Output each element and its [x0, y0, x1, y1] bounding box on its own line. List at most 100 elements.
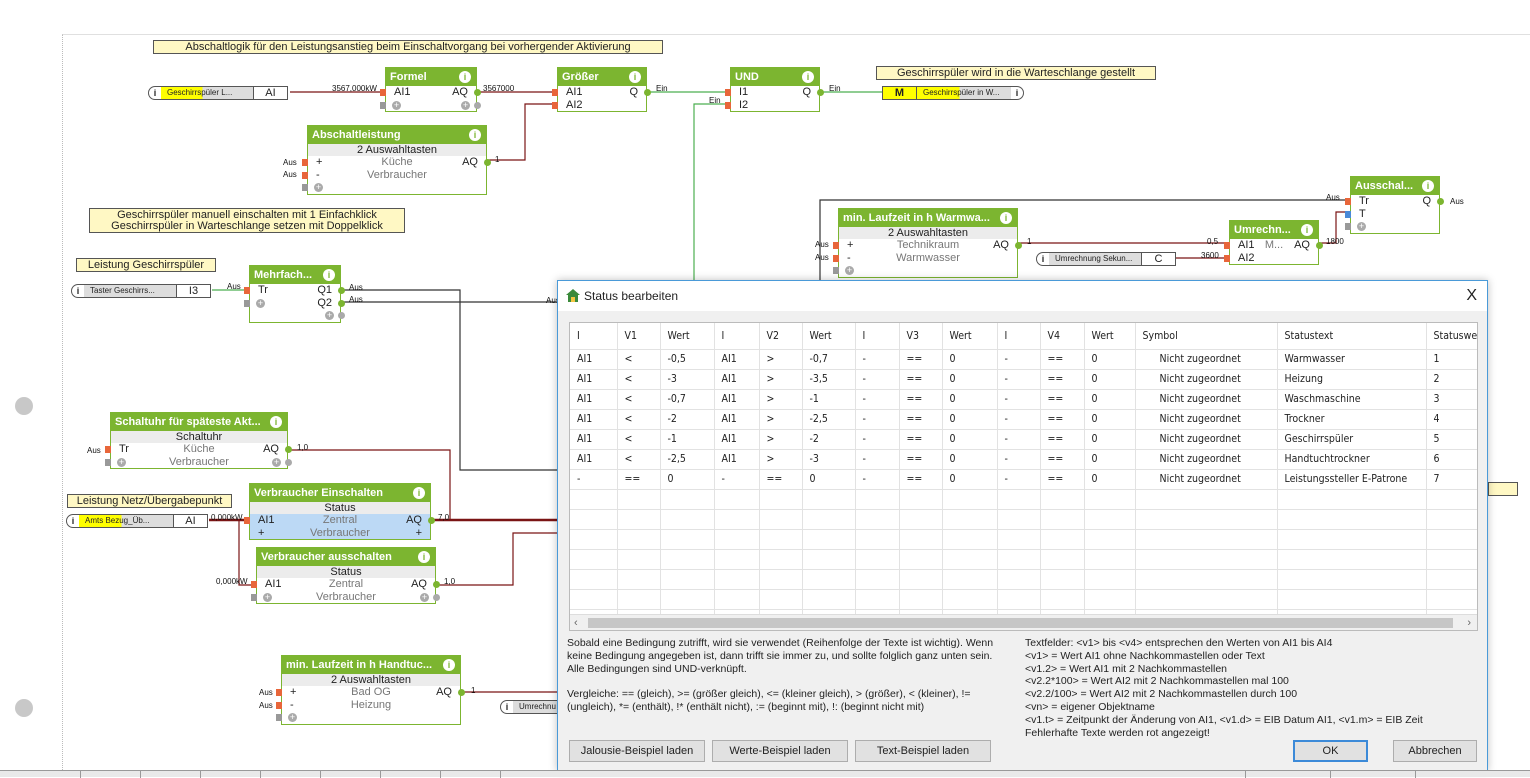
table-cell[interactable]: Heizung: [1277, 369, 1427, 390]
table-cell[interactable]: Trockner: [1277, 409, 1427, 430]
table-cell[interactable]: [1426, 529, 1477, 550]
add-output-icon[interactable]: +: [272, 456, 281, 467]
table-cell[interactable]: 0: [942, 409, 998, 430]
empty-table-row[interactable]: [570, 509, 1477, 530]
table-cell[interactable]: [617, 549, 661, 570]
empty-table-row[interactable]: [570, 569, 1477, 590]
add-input-icon[interactable]: +: [845, 265, 854, 275]
output-port[interactable]: [338, 312, 345, 319]
table-cell[interactable]: [617, 589, 661, 610]
table-cell[interactable]: 3: [1426, 389, 1477, 410]
input-port[interactable]: [244, 517, 250, 524]
table-cell[interactable]: [855, 569, 900, 590]
table-cell[interactable]: [997, 549, 1041, 570]
column-header[interactable]: I: [997, 323, 1041, 350]
table-cell[interactable]: <: [617, 409, 661, 430]
info-icon[interactable]: i: [418, 551, 430, 563]
table-cell[interactable]: 0: [1084, 449, 1136, 470]
table-cell[interactable]: [1084, 589, 1136, 610]
comment-leistung-netz[interactable]: Leistung Netz/Übergabepunkt: [67, 494, 232, 508]
table-cell[interactable]: 0: [942, 429, 998, 450]
table-cell[interactable]: [759, 529, 803, 550]
table-cell[interactable]: 7: [1426, 469, 1477, 490]
info-icon[interactable]: i: [459, 71, 471, 83]
table-cell[interactable]: >: [759, 449, 803, 470]
info-icon[interactable]: i: [1000, 212, 1012, 224]
table-cell[interactable]: [1040, 489, 1085, 510]
info-icon[interactable]: i: [802, 71, 814, 83]
table-cell[interactable]: [570, 549, 618, 570]
input-port[interactable]: [725, 89, 731, 96]
table-cell[interactable]: 0: [1084, 409, 1136, 430]
table-cell[interactable]: [942, 589, 998, 610]
logic-canvas[interactable]: [62, 34, 1530, 770]
comment-warteschlange[interactable]: Geschirrspüler wird in die Warteschlange…: [876, 66, 1156, 80]
output-port[interactable]: [474, 101, 481, 109]
table-cell[interactable]: [899, 509, 943, 530]
table-cell[interactable]: -: [997, 429, 1041, 450]
cancel-button[interactable]: Abbrechen: [1393, 740, 1477, 762]
table-cell[interactable]: >: [759, 429, 803, 450]
table-cell[interactable]: [714, 569, 760, 590]
output-port[interactable]: [484, 159, 491, 166]
table-cell[interactable]: [1084, 529, 1136, 550]
add-input-icon[interactable]: +: [256, 297, 265, 308]
table-cell[interactable]: [855, 529, 900, 550]
table-cell[interactable]: 1: [1426, 349, 1477, 370]
table-cell[interactable]: -: [855, 349, 900, 370]
table-cell[interactable]: [660, 569, 715, 590]
input-port[interactable]: [552, 101, 558, 109]
table-cell[interactable]: >: [759, 349, 803, 370]
add-output-icon[interactable]: +: [461, 99, 470, 110]
table-cell[interactable]: 0: [1084, 469, 1136, 490]
column-header[interactable]: V3: [899, 323, 943, 350]
column-header[interactable]: Wert: [1084, 323, 1136, 350]
table-cell[interactable]: Nicht zugeordnet: [1135, 349, 1278, 370]
table-cell[interactable]: [1040, 509, 1085, 530]
input-port[interactable]: [302, 171, 308, 179]
table-cell[interactable]: [1040, 549, 1085, 570]
input-port[interactable]: [552, 89, 558, 96]
table-cell[interactable]: AI1: [714, 409, 760, 430]
table-cell[interactable]: [855, 549, 900, 570]
table-cell[interactable]: 0: [942, 469, 998, 490]
table-cell[interactable]: -: [997, 349, 1041, 370]
column-header[interactable]: V4: [1040, 323, 1085, 350]
table-cell[interactable]: [759, 509, 803, 530]
table-cell[interactable]: 0: [1084, 369, 1136, 390]
comment-manuell-1[interactable]: Geschirrspüler manuell einschalten mit 1…: [89, 208, 405, 221]
table-cell[interactable]: [660, 489, 715, 510]
table-cell[interactable]: -3,5: [802, 369, 856, 390]
table-cell[interactable]: ==: [899, 409, 943, 430]
table-cell[interactable]: [714, 589, 760, 610]
input-port[interactable]: [833, 242, 839, 249]
table-cell[interactable]: [1277, 569, 1427, 590]
table-cell[interactable]: [617, 569, 661, 590]
output-port[interactable]: [338, 299, 345, 307]
table-cell[interactable]: 0: [1084, 429, 1136, 450]
table-cell[interactable]: -0,5: [660, 349, 715, 370]
table-cell[interactable]: 6: [1426, 449, 1477, 470]
table-cell[interactable]: -2,5: [660, 449, 715, 470]
table-cell[interactable]: ==: [1040, 409, 1085, 430]
output-port[interactable]: [644, 89, 651, 96]
output-port[interactable]: [433, 593, 440, 601]
ok-button[interactable]: OK: [1293, 740, 1368, 762]
input-port[interactable]: [1224, 254, 1230, 262]
input-port[interactable]: [251, 581, 257, 588]
table-cell[interactable]: -1: [802, 389, 856, 410]
input-port[interactable]: [380, 89, 386, 96]
table-cell[interactable]: Handtuchtrockner: [1277, 449, 1427, 470]
table-cell[interactable]: >: [759, 409, 803, 430]
table-cell[interactable]: [570, 589, 618, 610]
output-port[interactable]: [338, 287, 345, 294]
table-cell[interactable]: <: [617, 449, 661, 470]
table-cell[interactable]: Warmwasser: [1277, 349, 1427, 370]
input-port[interactable]: [1345, 198, 1351, 205]
